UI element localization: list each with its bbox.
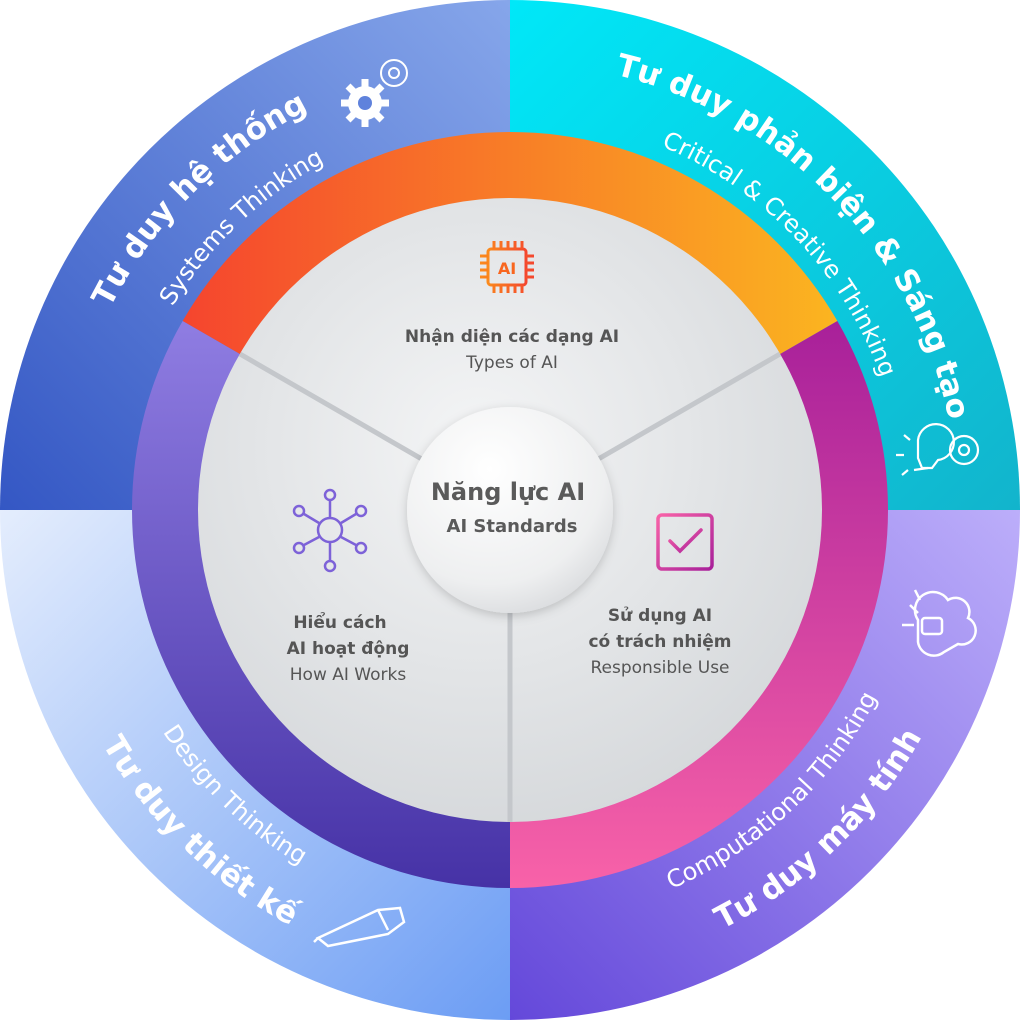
how-ai-works-subtitle: How AI Works (290, 665, 407, 685)
responsible-use-title-line2: có trách nhiệm (588, 632, 731, 652)
checkbox-icon (656, 513, 714, 571)
how-ai-works-title-line1: Hiểu cách (293, 611, 386, 633)
svg-text:AI: AI (498, 259, 516, 278)
ring-segment-types-of-ai[interactable] (182, 132, 838, 360)
ring-segment-how-ai-works[interactable] (131, 321, 511, 888)
lightbulb-gear-icon (896, 423, 980, 476)
center-circle[interactable] (407, 407, 613, 613)
types-of-ai-subtitle: Types of AI (465, 353, 558, 373)
ring-segment-responsible-use[interactable] (510, 321, 888, 888)
gears-icon (341, 59, 408, 127)
robot-icon (902, 589, 977, 657)
network-icon (292, 488, 368, 573)
ai-chip-icon: AI (480, 241, 534, 293)
responsible-use-title-line1: Sử dụng AI (608, 606, 712, 626)
types-of-ai-title: Nhận diện các dạng AI (405, 327, 619, 347)
center-title: Năng lực AI (431, 478, 585, 506)
responsible-use-subtitle: Responsible Use (590, 658, 729, 678)
center-subtitle: AI Standards (447, 516, 578, 537)
pencil-icon (313, 906, 406, 948)
how-ai-works-title-line2: AI hoạt động (287, 639, 410, 659)
